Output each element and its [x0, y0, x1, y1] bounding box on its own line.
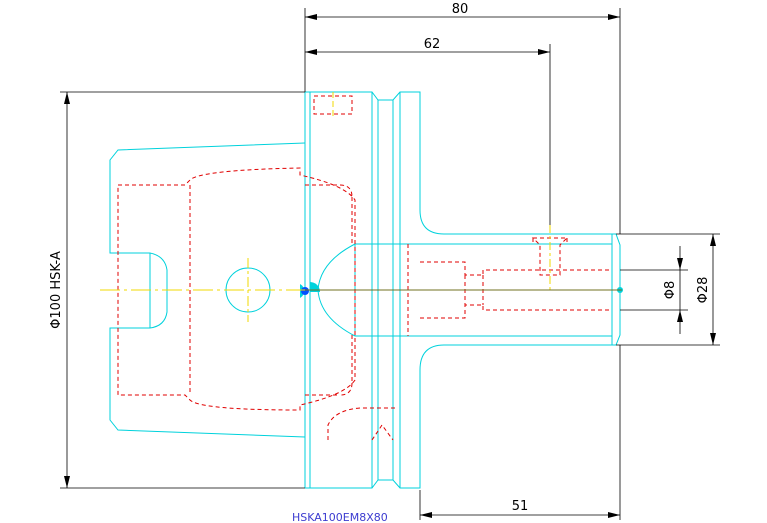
dim-flange-diameter: Φ100 HSK-A [49, 251, 64, 329]
dimension-lines [60, 8, 720, 520]
dim-shank-length: 51 [512, 499, 529, 514]
hidden-lines [117, 95, 612, 441]
arrowheads [64, 14, 716, 518]
centerlines [100, 92, 551, 322]
dim-nose-diameter: Φ28 [696, 277, 711, 304]
dim-bore-depth: 62 [424, 37, 441, 52]
dim-bore-diameter: Φ8 [663, 281, 678, 300]
dim-overall-length: 80 [452, 2, 469, 17]
part-number-label: HSKA100EM8X80 [292, 511, 388, 523]
